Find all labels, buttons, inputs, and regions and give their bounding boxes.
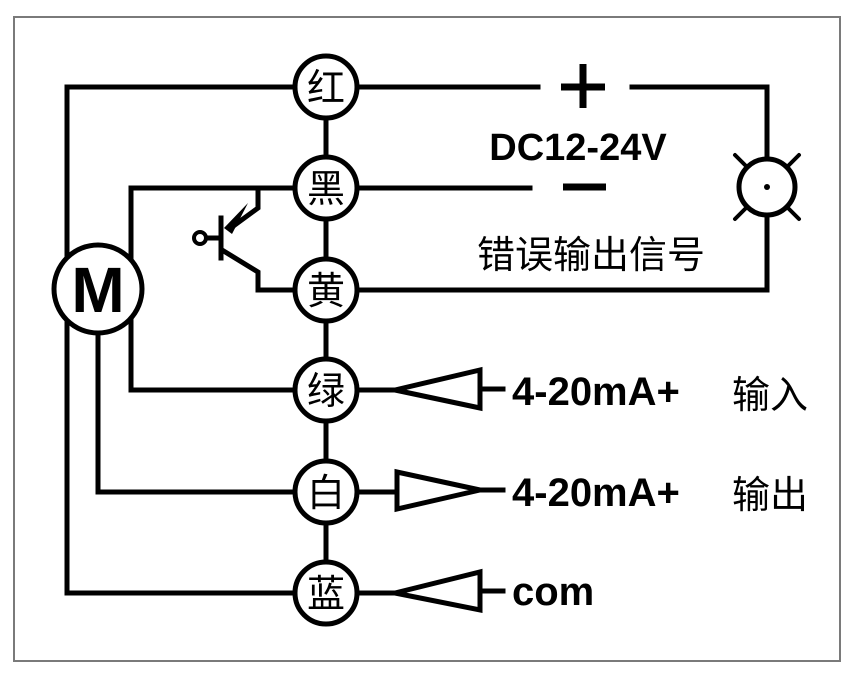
terminal-blue-label: 蓝 <box>307 572 345 616</box>
terminal-white: 白 <box>292 458 360 526</box>
transistor-arrow-icon <box>224 203 248 234</box>
signal-output-value: 4-20mA+ <box>512 471 680 515</box>
error-signal-label: 错误输出信号 <box>477 233 705 277</box>
terminal-white-label: 白 <box>307 471 345 515</box>
terminal-red: 红 <box>292 53 360 121</box>
motor-symbol: M <box>51 242 145 336</box>
wire-red-blue <box>64 84 299 596</box>
signal-output-direction: 输出 <box>732 473 808 517</box>
terminal-green-label: 绿 <box>307 369 345 413</box>
transistor-emitter <box>218 246 299 293</box>
terminal-black: 黑 <box>292 154 360 222</box>
voltage-label: DC12-24V <box>489 127 667 169</box>
wire-white <box>95 327 299 495</box>
transistor-base-terminal <box>192 230 208 246</box>
terminal-blue: 蓝 <box>292 559 360 627</box>
diagram-frame <box>13 16 841 662</box>
terminal-yellow-label: 黄 <box>307 269 345 313</box>
signal-input-value: 4-20mA+ <box>512 370 680 414</box>
transistor-collector <box>228 185 261 231</box>
wire-lamp-to-yellow <box>353 213 770 293</box>
signal-com-connector <box>353 568 506 614</box>
signal-output-connector <box>353 468 506 513</box>
indicator-lamp-icon <box>733 153 801 221</box>
wire-plus-to-lamp <box>629 84 770 161</box>
signal-input-direction: 输入 <box>732 373 808 417</box>
plus-sign <box>561 64 605 108</box>
terminal-green: 绿 <box>292 356 360 424</box>
transistor-symbol <box>192 185 299 293</box>
motor-label: M <box>71 254 124 326</box>
terminal-yellow: 黄 <box>292 256 360 324</box>
signal-com-value: com <box>512 570 594 614</box>
signal-input-connector <box>353 366 506 412</box>
terminal-black-label: 黑 <box>307 167 345 211</box>
terminal-red-label: 红 <box>307 66 345 110</box>
